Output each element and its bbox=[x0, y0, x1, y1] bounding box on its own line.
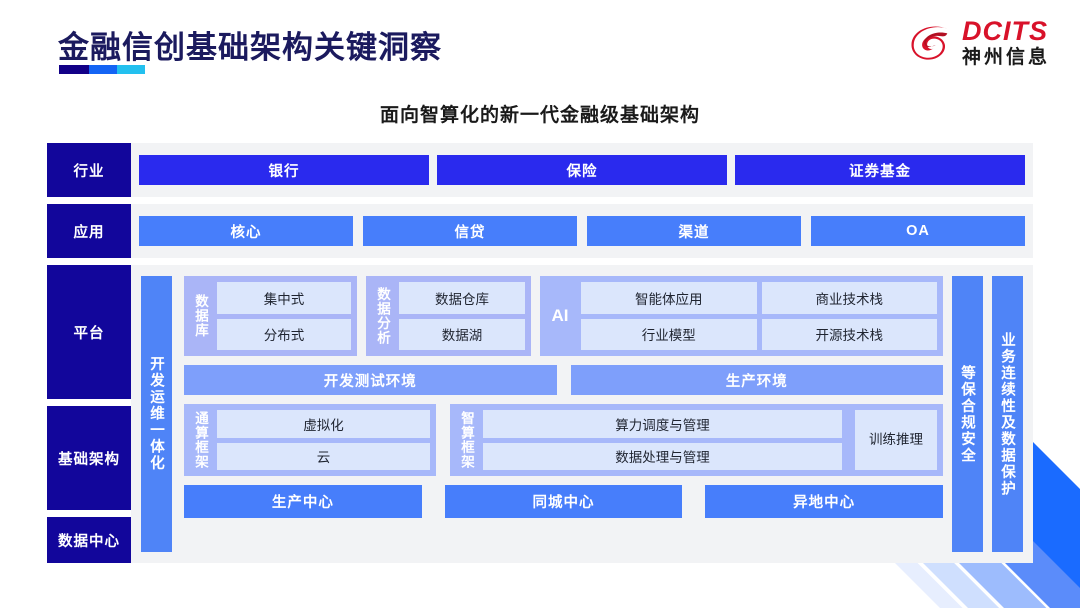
tech-group-title-ai: AI bbox=[551, 306, 569, 325]
platform-infrastructure-body: 平台 基础架构 数据中心 开发运维一体化 数据库 集中式 分布式 bbox=[47, 265, 1033, 563]
ai-item-commercial-stack[interactable]: 商业技术栈 bbox=[761, 282, 937, 314]
app-chip-core[interactable]: 核心 bbox=[139, 216, 353, 246]
tech-group-title-database: 数据库 bbox=[193, 294, 208, 338]
dc-chip-metro-center[interactable]: 同城中心 bbox=[444, 485, 683, 518]
ai-item-agent-application[interactable]: 智能体应用 bbox=[581, 282, 757, 314]
da-item-data-warehouse[interactable]: 数据仓库 bbox=[399, 282, 525, 314]
vertical-bar-right-group: 等保合规安全 业务连续性及数据保护 bbox=[952, 276, 1023, 552]
logo-text-cn: 神州信息 bbox=[961, 47, 1050, 68]
framework-side-train-infer: 训练 推理 bbox=[855, 410, 937, 470]
framework-items-intelligent: 算力调度与管理 数据处理与管理 bbox=[483, 410, 842, 470]
app-chip-credit[interactable]: 信贷 bbox=[363, 216, 577, 246]
company-logo: DCITS 神州信息 bbox=[909, 18, 1050, 67]
diagram-subtitle: 面向智算化的新一代金融级基础架构 bbox=[379, 105, 700, 126]
vertical-bar-compliance-security: 等保合规安全 bbox=[952, 276, 983, 552]
vertical-bar-business-continuity: 业务连续性及数据保护 bbox=[992, 276, 1023, 552]
layer-label-column: 平台 基础架构 数据中心 bbox=[47, 265, 131, 563]
app-chip-channel[interactable]: 渠道 bbox=[587, 216, 801, 246]
fw-train-label: 训练 bbox=[869, 431, 896, 447]
framework-intelligent-compute: 智算框架 算力调度与管理 数据处理与管理 训练 推理 bbox=[450, 404, 943, 476]
framework-title-intelligent: 智算框架 bbox=[459, 411, 474, 469]
application-band: 核心 信贷 渠道 OA bbox=[131, 204, 1033, 258]
env-chip-production[interactable]: 生产环境 bbox=[570, 365, 943, 395]
page-title: 金融信创基础架构关键洞察 bbox=[58, 30, 442, 65]
layer-row-industry: 行业 银行 保险 证券基金 bbox=[47, 143, 1033, 197]
rule-segment-3 bbox=[117, 65, 145, 74]
layer-label-infrastructure: 基础架构 bbox=[47, 406, 131, 510]
layer-label-application: 应用 bbox=[47, 204, 131, 258]
layer-label-datacenter: 数据中心 bbox=[47, 517, 131, 563]
vertical-bar-devops: 开发运维一体化 bbox=[141, 276, 172, 552]
rule-segment-2 bbox=[89, 65, 117, 74]
db-item-distributed[interactable]: 分布式 bbox=[217, 318, 351, 350]
fw-item-train-infer[interactable]: 训练 推理 bbox=[855, 410, 937, 470]
fw-infer-label: 推理 bbox=[896, 431, 923, 447]
dcits-swirl-icon bbox=[911, 25, 948, 60]
fw-item-cloud[interactable]: 云 bbox=[217, 442, 430, 470]
architecture-diagram: 行业 银行 保险 证券基金 应用 核心 信贷 渠道 OA 平台 基础架构 数据中… bbox=[47, 143, 1033, 563]
tech-group-title-data-analysis: 数据分析 bbox=[375, 287, 390, 345]
layer-label-platform: 平台 bbox=[47, 265, 131, 399]
panel-core: 数据库 集中式 分布式 数据分析 数据仓库 数据湖 bbox=[184, 276, 944, 552]
page-header: 金融信创基础架构关键洞察 DCITS 神州信息 bbox=[0, 0, 1080, 92]
tech-group-database: 数据库 集中式 分布式 bbox=[184, 276, 357, 356]
dc-chip-remote-center[interactable]: 异地中心 bbox=[705, 485, 944, 518]
environment-row: 开发测试环境 生产环境 bbox=[184, 365, 943, 395]
fw-item-virtualization[interactable]: 虚拟化 bbox=[217, 410, 430, 438]
fw-item-data-processing[interactable]: 数据处理与管理 bbox=[483, 442, 842, 470]
layer-row-application: 应用 核心 信贷 渠道 OA bbox=[47, 204, 1033, 258]
framework-general-compute: 通算框架 虚拟化 云 bbox=[184, 404, 436, 476]
env-chip-dev-test[interactable]: 开发测试环境 bbox=[184, 365, 557, 395]
layer-label-industry: 行业 bbox=[47, 143, 131, 197]
tech-group-row: 数据库 集中式 分布式 数据分析 数据仓库 数据湖 bbox=[184, 276, 943, 356]
body-panel: 开发运维一体化 数据库 集中式 分布式 数据分析 数据仓库 bbox=[131, 265, 1033, 563]
industry-chip-securities-fund[interactable]: 证券基金 bbox=[735, 155, 1025, 185]
title-underline-rule bbox=[59, 65, 145, 74]
framework-row: 通算框架 虚拟化 云 智算框架 算力调度与管理 数据处理与管理 bbox=[184, 404, 943, 476]
ai-item-opensource-stack[interactable]: 开源技术栈 bbox=[761, 318, 937, 350]
db-item-centralized[interactable]: 集中式 bbox=[217, 282, 351, 314]
tech-group-items-database: 集中式 分布式 bbox=[217, 282, 351, 350]
ai-item-industry-model[interactable]: 行业模型 bbox=[581, 318, 757, 350]
framework-items-general: 虚拟化 云 bbox=[217, 410, 430, 470]
da-item-data-lake[interactable]: 数据湖 bbox=[399, 318, 525, 350]
tech-group-ai: AI 智能体应用 商业技术栈 行业模型 开源技术栈 bbox=[540, 276, 943, 356]
dc-chip-production-center[interactable]: 生产中心 bbox=[184, 485, 422, 518]
fw-item-compute-scheduling[interactable]: 算力调度与管理 bbox=[483, 410, 842, 438]
app-chip-oa[interactable]: OA bbox=[811, 216, 1025, 246]
industry-band: 银行 保险 证券基金 bbox=[131, 143, 1033, 197]
industry-chip-bank[interactable]: 银行 bbox=[139, 155, 429, 185]
tech-group-items-data-analysis: 数据仓库 数据湖 bbox=[399, 282, 525, 350]
logo-text-en: DCITS bbox=[961, 16, 1048, 46]
tech-group-items-ai: 智能体应用 商业技术栈 行业模型 开源技术栈 bbox=[581, 282, 937, 350]
datacenter-row: 生产中心 同城中心 异地中心 bbox=[184, 485, 944, 518]
tech-group-data-analysis: 数据分析 数据仓库 数据湖 bbox=[366, 276, 531, 356]
framework-title-general: 通算框架 bbox=[193, 411, 208, 469]
rule-segment-1 bbox=[59, 65, 89, 74]
industry-chip-insurance[interactable]: 保险 bbox=[437, 155, 727, 185]
